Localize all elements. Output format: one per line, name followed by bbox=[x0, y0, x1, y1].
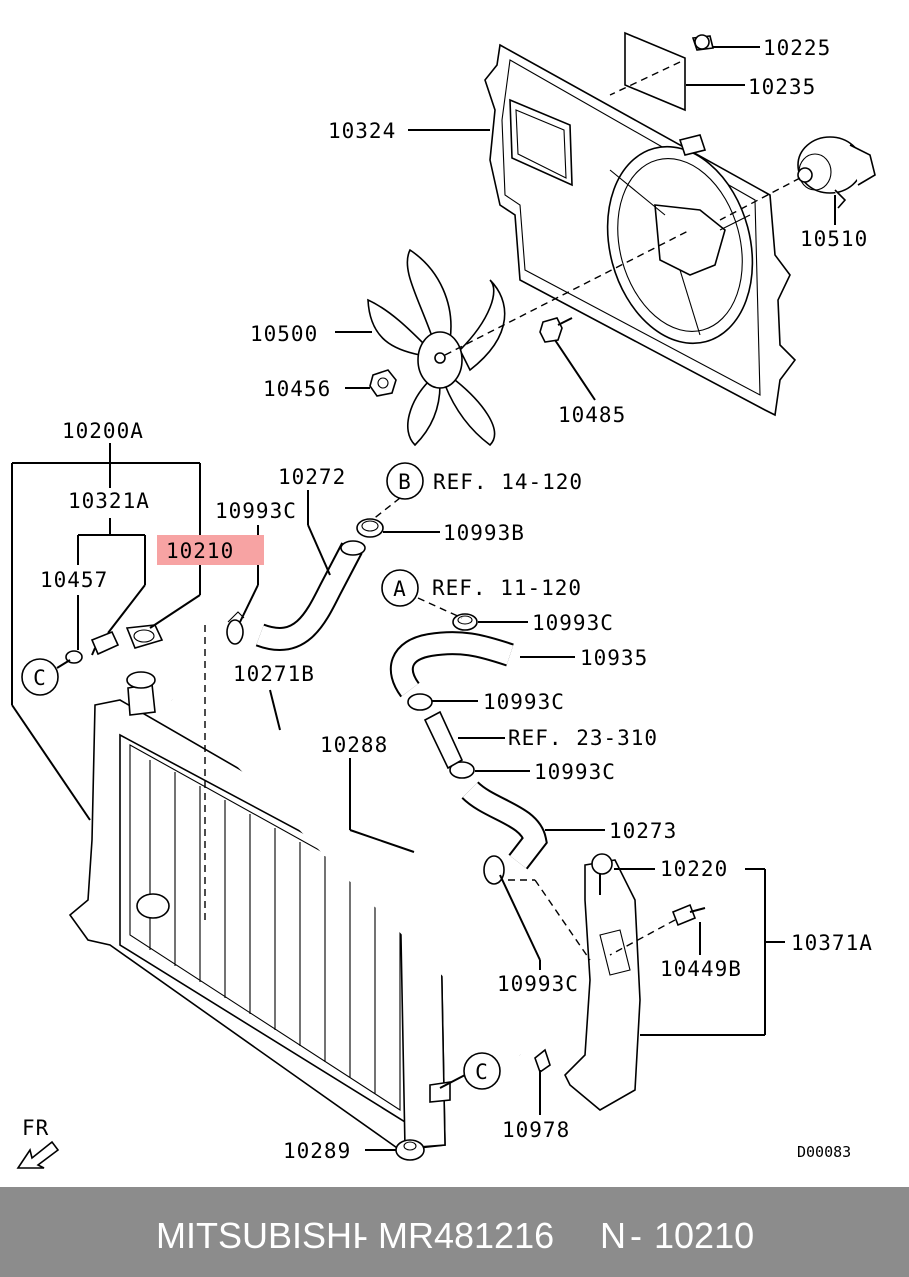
radiator-cap bbox=[125, 624, 164, 649]
nut-10456 bbox=[369, 369, 397, 397]
svg-text:A: A bbox=[393, 577, 407, 601]
svg-text:C: C bbox=[475, 1060, 489, 1084]
radiator-core-hatching bbox=[149, 760, 376, 1094]
footer-ref-number: 10210 bbox=[654, 1215, 755, 1256]
callout-10449B: 10449B bbox=[660, 957, 742, 981]
svg-text:B: B bbox=[398, 470, 412, 494]
parts-diagram: B A C C 10225 10235 10324 10510 10500 10… bbox=[11, 31, 876, 1169]
callout-10510: 10510 bbox=[800, 227, 868, 251]
clamp-10993C-d bbox=[483, 855, 505, 885]
callout-10200A: 10200A bbox=[62, 419, 144, 443]
callout-10289: 10289 bbox=[283, 1139, 351, 1163]
callout-10321A: 10321A bbox=[68, 489, 150, 513]
callout-ref-11-120: REF. 11-120 bbox=[432, 576, 582, 600]
hose-10935 bbox=[389, 631, 514, 698]
clamp-10993B bbox=[356, 518, 384, 538]
callout-10935: 10935 bbox=[580, 646, 648, 670]
upper-hose bbox=[255, 540, 366, 651]
callout-10993C-upper: 10993C bbox=[215, 499, 297, 523]
fan-shroud bbox=[484, 43, 797, 417]
callout-10220: 10220 bbox=[660, 857, 728, 881]
callout-10371A: 10371A bbox=[791, 931, 873, 955]
footer-bar: MITSUBISHI - MR481216 N - 10210 bbox=[0, 1187, 909, 1277]
bolt-10225 bbox=[691, 34, 714, 51]
lower-hose bbox=[461, 780, 548, 870]
bolt-10449B bbox=[609, 903, 706, 956]
callout-ref-14-120: REF. 14-120 bbox=[433, 470, 583, 494]
circle-A: A bbox=[381, 569, 419, 607]
clamp-10993C-b bbox=[407, 693, 433, 711]
callout-10225: 10225 bbox=[763, 36, 831, 60]
callout-10500: 10500 bbox=[250, 322, 318, 346]
footer-ref-separator: - bbox=[630, 1215, 642, 1256]
circle-B: B bbox=[386, 462, 424, 500]
front-direction-indicator: FR bbox=[16, 1116, 60, 1169]
footer-ref-prefix: N bbox=[600, 1215, 626, 1256]
callout-10271B: 10271B bbox=[233, 662, 315, 686]
footer-separator: - bbox=[356, 1215, 368, 1256]
clip-10978 bbox=[534, 1048, 551, 1074]
callout-10993C-c: 10993C bbox=[534, 760, 616, 784]
callout-10288: 10288 bbox=[320, 733, 388, 757]
callout-10485: 10485 bbox=[558, 403, 626, 427]
callout-10457: 10457 bbox=[40, 568, 108, 592]
svg-text:FR: FR bbox=[22, 1116, 49, 1140]
reservoir-tank bbox=[564, 853, 641, 1111]
circle-C-right: C bbox=[463, 1052, 501, 1090]
bolt-10485 bbox=[539, 317, 573, 343]
clamp-10993C-c bbox=[449, 761, 475, 779]
callout-10993B: 10993B bbox=[443, 521, 525, 545]
bracket-plate bbox=[609, 31, 686, 112]
fan-motor bbox=[719, 136, 876, 221]
callout-10210: 10210 bbox=[166, 539, 234, 563]
fan-blade bbox=[367, 229, 691, 447]
footer-part-number: MR481216 bbox=[378, 1215, 555, 1256]
callout-10993C-d: 10993C bbox=[497, 972, 579, 996]
clamp-10993C-upper-left bbox=[226, 611, 245, 645]
clamp-10993C-a bbox=[452, 613, 478, 631]
callout-10993C-b: 10993C bbox=[483, 690, 565, 714]
callout-10273: 10273 bbox=[609, 819, 677, 843]
leader-lines bbox=[11, 46, 836, 1151]
drain-plug bbox=[90, 630, 120, 656]
callout-10324: 10324 bbox=[328, 119, 396, 143]
callout-10235: 10235 bbox=[748, 75, 816, 99]
callout-10993C-a: 10993C bbox=[532, 611, 614, 635]
callout-10272: 10272 bbox=[278, 465, 346, 489]
mount-10289 bbox=[395, 1139, 425, 1161]
diagram-code: D00083 bbox=[797, 1143, 851, 1161]
callout-10978: 10978 bbox=[502, 1118, 570, 1142]
svg-text:C: C bbox=[33, 666, 47, 690]
radiator bbox=[68, 671, 469, 1151]
highlight-10210 bbox=[157, 535, 264, 565]
callout-10456: 10456 bbox=[263, 377, 331, 401]
footer-brand: MITSUBISHI bbox=[156, 1215, 363, 1256]
pipe-segment bbox=[423, 710, 464, 770]
circle-C-left: C bbox=[21, 658, 59, 696]
callout-ref-23-310: REF. 23-310 bbox=[508, 726, 658, 750]
